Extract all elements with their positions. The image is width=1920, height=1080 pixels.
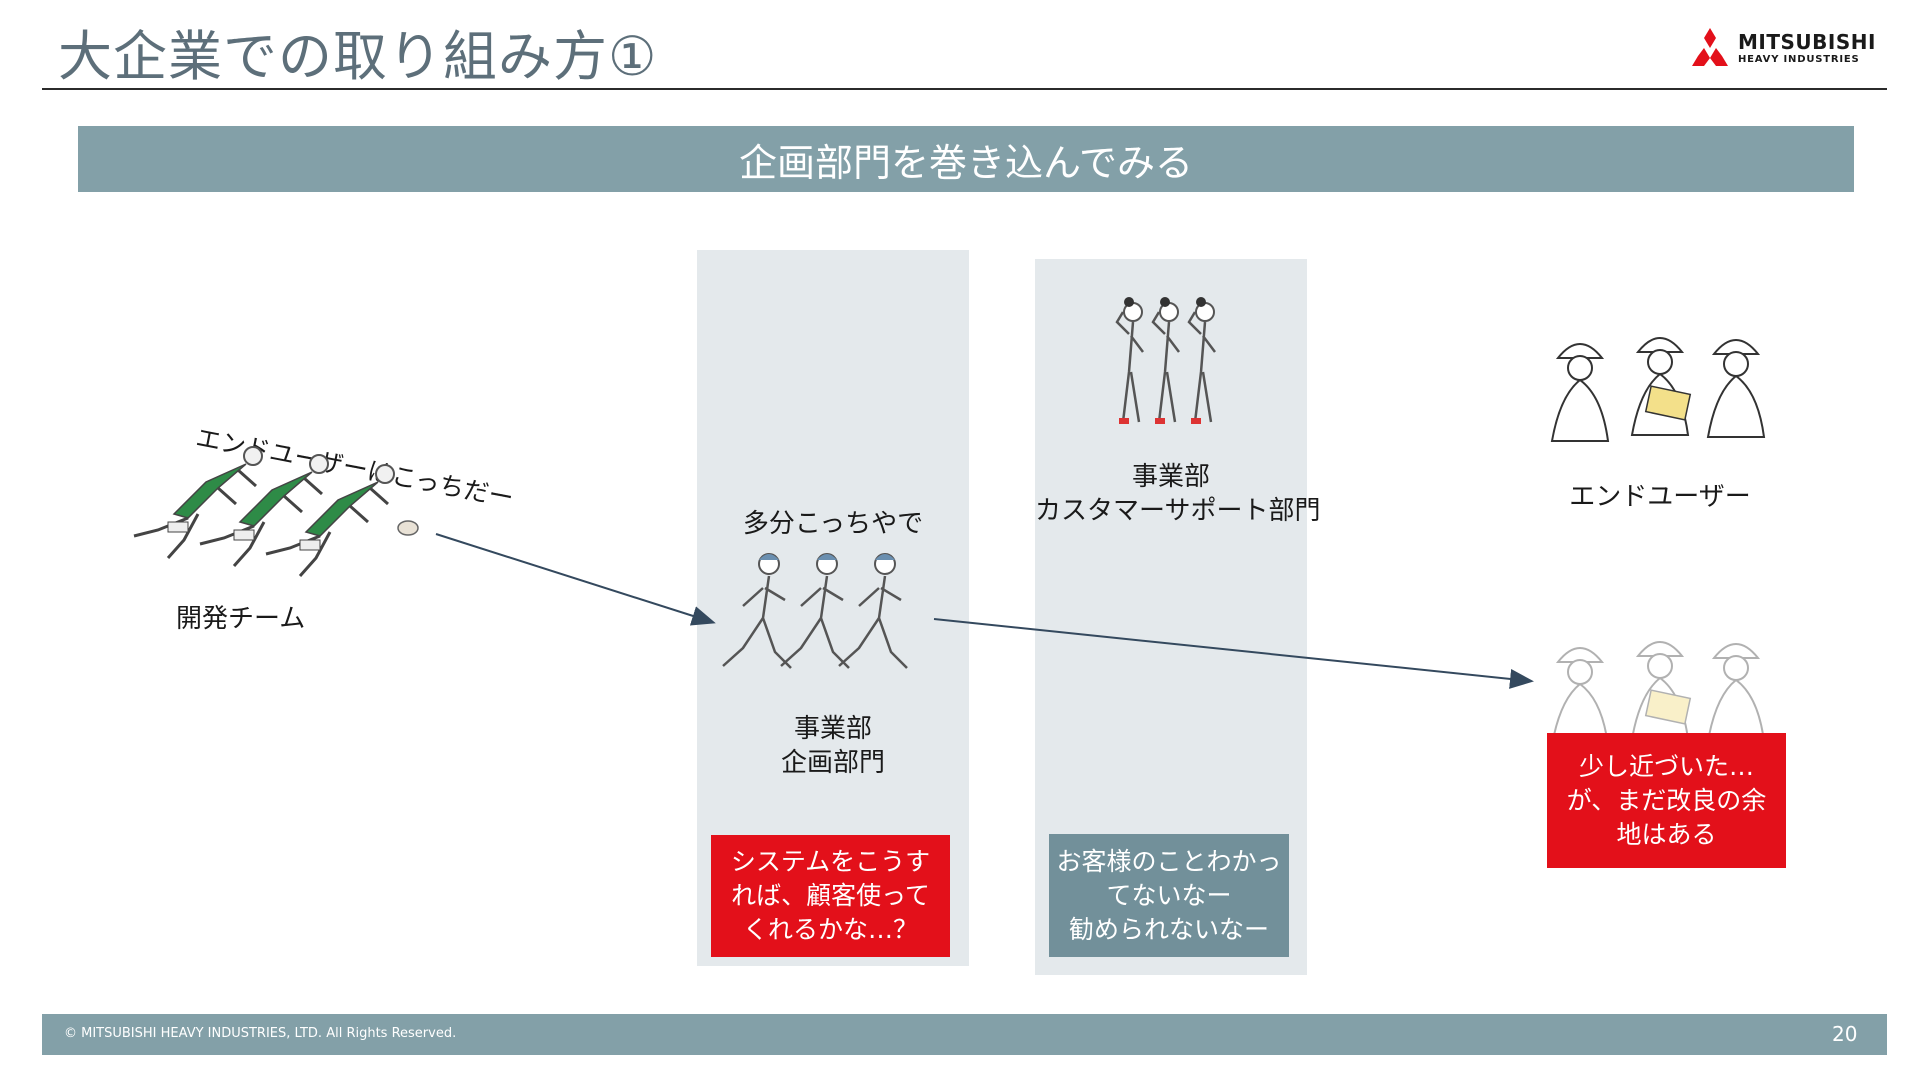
walking-person-icon — [839, 554, 907, 668]
faded-end-users-illustration — [1540, 620, 1780, 735]
hardhat-worker-icon — [1632, 642, 1690, 735]
hardhat-worker-icon — [1632, 338, 1690, 435]
support-label: 事業部 カスタマーサポート部門 — [1035, 460, 1307, 528]
support-staff-illustration — [1093, 292, 1243, 437]
planning-label-line2: 企画部門 — [697, 746, 969, 780]
end-user-note-line2: が、まだ改良の余地はある — [1557, 784, 1776, 852]
support-note-line1: お客様のことわかってないなー — [1055, 845, 1283, 913]
walking-person-icon — [723, 554, 791, 668]
support-note-line2: 勧められないなー — [1069, 913, 1269, 947]
planning-note-text: システムをこうすれば、顧客使ってくれるかな…？ — [721, 845, 940, 947]
support-note: お客様のことわかってないなー 勧められないなー — [1049, 834, 1289, 957]
saluting-person-icon — [1153, 297, 1179, 424]
hardhat-worker-icon — [1708, 340, 1764, 437]
planning-label-line1: 事業部 — [697, 712, 969, 746]
hardhat-worker-icon — [1552, 344, 1608, 441]
support-label-line2: カスタマーサポート部門 — [1035, 494, 1307, 528]
end-user-label: エンドユーザー — [1540, 480, 1780, 514]
planning-thought: 多分こっちやで — [697, 507, 969, 541]
end-user-note: 少し近づいた… が、まだ改良の余地はある — [1547, 733, 1786, 868]
saluting-person-icon — [1189, 297, 1215, 424]
hardhat-worker-icon — [1552, 648, 1608, 735]
end-users-illustration — [1540, 316, 1780, 451]
walkers-illustration — [713, 548, 953, 683]
saluting-person-icon — [1117, 297, 1143, 424]
planning-note: システムをこうすれば、顧客使ってくれるかな…？ — [711, 835, 950, 957]
page-number: 20 — [1832, 1022, 1857, 1046]
walking-person-icon — [781, 554, 849, 668]
arrow-to-end-user — [934, 619, 1530, 681]
arrow-to-planning — [436, 534, 712, 622]
planning-label: 事業部 企画部門 — [697, 712, 969, 780]
end-user-note-line1: 少し近づいた… — [1579, 750, 1754, 784]
support-label-line1: 事業部 — [1035, 460, 1307, 494]
copyright-text: © MITSUBISHI HEAVY INDUSTRIES, LTD. All … — [64, 1026, 456, 1041]
hardhat-worker-icon — [1708, 644, 1764, 735]
